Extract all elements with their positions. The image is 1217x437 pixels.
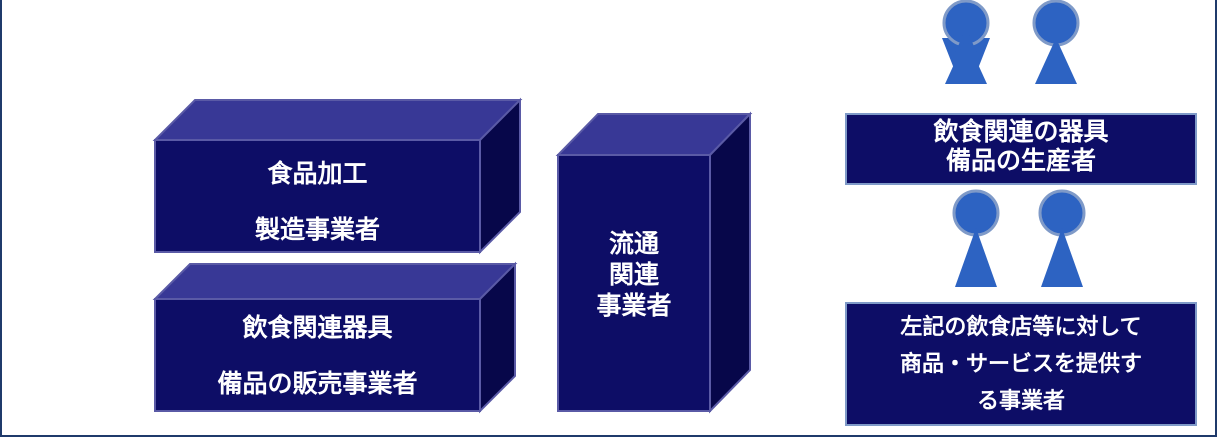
- service-providers-panel: [845, 302, 1197, 426]
- equipment-sales-line1: 飲食関連器具: [242, 313, 393, 342]
- distribution-line1: 流通: [608, 229, 659, 258]
- equipment-producers-line2: 備品の生産者: [945, 146, 1096, 175]
- distribution-box: [555, 111, 753, 414]
- food-processing-label: 食品加工 製造事業者: [155, 146, 480, 258]
- person-icon: [1038, 189, 1086, 287]
- equipment-producers-line1: 飲食関連の器具: [933, 117, 1109, 146]
- equipment-producers-panel: [845, 113, 1197, 185]
- person-icon: [942, 0, 990, 84]
- equipment-producers-label: 飲食関連の器具 備品の生産者: [846, 117, 1196, 175]
- person-icon: [1032, 0, 1080, 84]
- service-providers-line2: 商品・サービスを提供す: [899, 352, 1142, 377]
- distribution-line3: 事業者: [596, 291, 672, 320]
- service-providers-line3: る事業者: [976, 389, 1065, 414]
- food-processing-line1: 食品加工: [267, 159, 368, 188]
- distribution-label: 流通 関連 事業者: [558, 228, 710, 321]
- service-providers-label: 左記の飲食店等に対して 商品・サービスを提供す る事業者: [846, 309, 1196, 420]
- food-processing-line2: 製造事業者: [254, 215, 380, 244]
- service-providers-line1: 左記の飲食店等に対して: [900, 315, 1142, 340]
- equipment-sales-box: [152, 261, 518, 414]
- equipment-sales-line2: 備品の販売事業者: [217, 369, 418, 398]
- distribution-line2: 関連: [608, 260, 659, 289]
- person-icon: [952, 189, 1000, 287]
- equipment-sales-label: 飲食関連器具 備品の販売事業者: [155, 300, 480, 412]
- food-processing-box: [152, 97, 523, 255]
